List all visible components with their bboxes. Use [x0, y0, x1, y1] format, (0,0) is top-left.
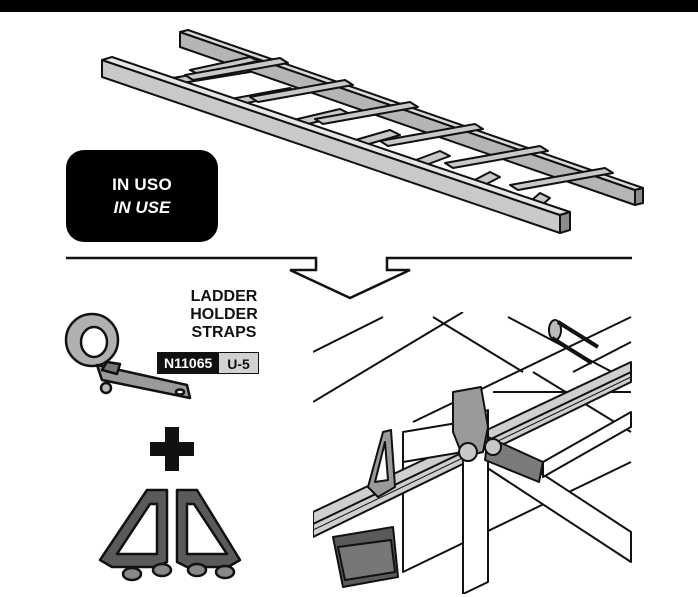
- arrow-down-icon: [66, 256, 632, 300]
- top-rule: [0, 0, 698, 12]
- product-code: N11065: [157, 352, 220, 374]
- product-title-line: STRAPS: [191, 324, 257, 341]
- status-label-english: IN USE: [113, 197, 171, 217]
- product-title-line: HOLDER: [190, 306, 258, 323]
- product-code-tag: N11065 U-5: [157, 352, 259, 374]
- bracket-illustration: [98, 488, 242, 582]
- roof-rack-detail-illustration: [313, 312, 632, 594]
- product-variant: U-5: [219, 352, 259, 374]
- product-title: LADDER HOLDER STRAPS: [160, 288, 288, 342]
- plus-icon: [150, 427, 194, 471]
- strap-illustration: [64, 312, 192, 400]
- status-label-italian: IN USO: [112, 174, 172, 194]
- ladder-illustration: [101, 29, 644, 234]
- product-title-line: LADDER: [190, 288, 258, 305]
- status-badge: IN USO IN USE: [66, 150, 218, 242]
